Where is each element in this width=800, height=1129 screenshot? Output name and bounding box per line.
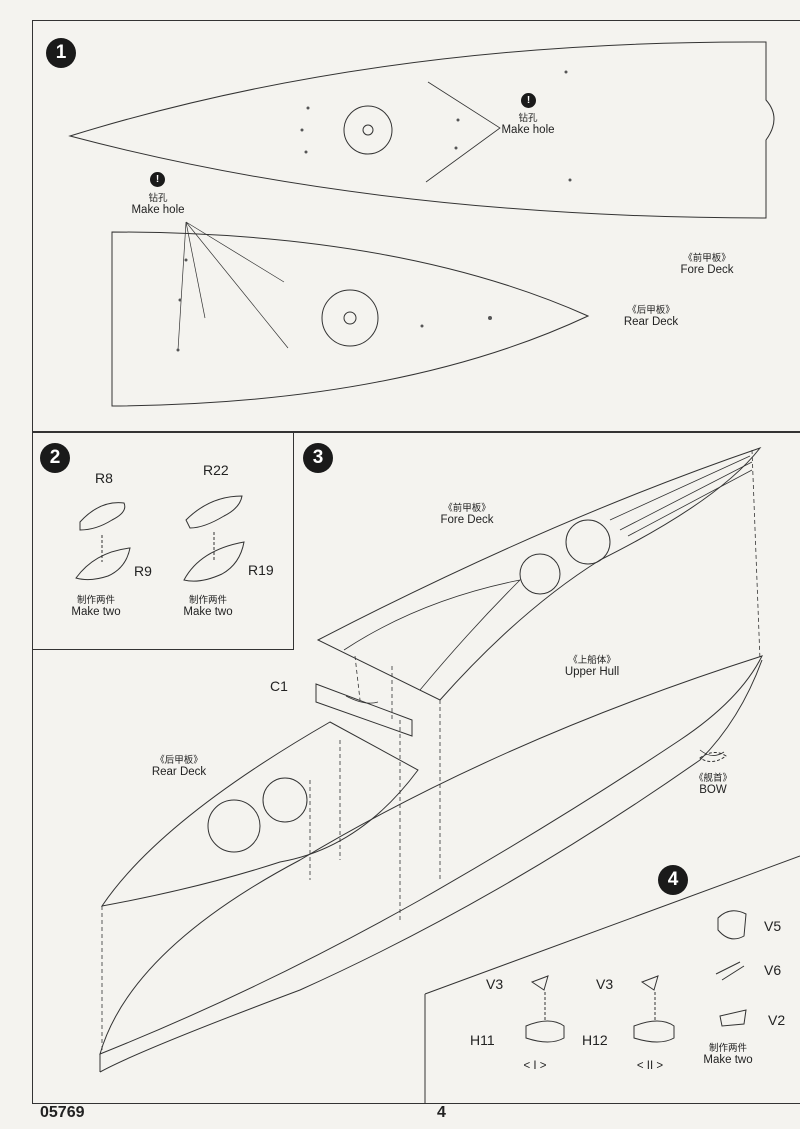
part-r8: R8 (95, 470, 113, 486)
rear-deck-outline (111, 231, 590, 407)
fore-deck-cn: 《前甲板》 (443, 503, 491, 514)
rear-deck-cn: 《后甲板》 (627, 305, 675, 316)
warning-icon: ! (150, 172, 165, 187)
part-r22: R22 (203, 462, 229, 478)
warning-icon: ! (521, 93, 536, 108)
part-v3-b: V3 (596, 976, 614, 992)
step3-fore-deck-label: 《前甲板》 Fore Deck (432, 500, 502, 526)
step3-frame (32, 432, 800, 1104)
fore-deck-en: Fore Deck (440, 514, 494, 526)
step3-rear-deck-label: 《后甲板》 Rear Deck (144, 752, 214, 778)
page-number: 4 (437, 1104, 446, 1121)
part-r19: R19 (248, 562, 274, 578)
fore-deck-outline (68, 41, 775, 219)
bow-label: 《舰首》 BOW (690, 770, 736, 796)
make-two-cn: 制作两件 (76, 595, 115, 606)
part-v6: V6 (764, 962, 782, 978)
variant-2: < II > (636, 1060, 664, 1072)
step1-frame (32, 20, 800, 432)
make-hole-en: Make hole (131, 204, 185, 216)
step-4-number: 4 (658, 865, 688, 895)
make-hole-note-1: 钻孔 Make hole (496, 110, 560, 136)
part-v5: V5 (764, 918, 782, 934)
part-h11: H11 (470, 1032, 495, 1048)
make-two-cn: 制作两件 (708, 1043, 747, 1054)
make-hole-cn: 钻孔 (518, 113, 538, 124)
upper-hull-label: 《上船体》 Upper Hull (554, 652, 630, 678)
make-hole-cn: 钻孔 (148, 193, 168, 204)
make-two-step4: 制作两件 Make two (696, 1040, 760, 1066)
make-two-cn: 制作两件 (188, 595, 227, 606)
part-h12: H12 (582, 1032, 608, 1048)
part-v3-a: V3 (486, 976, 504, 992)
rear-deck-en: Rear Deck (151, 766, 207, 778)
part-v2: V2 (768, 1012, 786, 1028)
step-3-number: 3 (303, 443, 333, 473)
part-c1: C1 (270, 678, 288, 694)
make-hole-en: Make hole (501, 124, 555, 136)
step3-rear-deck (100, 721, 419, 907)
step3-upper-hull (99, 655, 763, 1055)
make-two-right: 制作两件 Make two (176, 592, 240, 618)
make-two-en: Make two (703, 1054, 753, 1066)
rear-deck-cn: 《后甲板》 (155, 755, 203, 766)
step3-fore-deck (316, 446, 762, 701)
upper-hull-en: Upper Hull (564, 666, 620, 678)
make-two-en: Make two (71, 606, 121, 618)
make-two-left: 制作两件 Make two (64, 592, 128, 618)
fore-deck-label: 《前甲板》 Fore Deck (672, 250, 742, 276)
step-2-number: 2 (40, 443, 70, 473)
upper-hull-cn: 《上船体》 (568, 655, 616, 666)
bow-cn: 《舰首》 (693, 773, 732, 784)
variant-1: < I > (523, 1060, 547, 1072)
product-code: 05769 (40, 1104, 85, 1121)
fore-deck-en: Fore Deck (680, 264, 734, 276)
make-hole-note-2: 钻孔 Make hole (126, 190, 190, 216)
part-r9: R9 (134, 563, 152, 579)
bow-en: BOW (699, 784, 727, 796)
rear-deck-label: 《后甲板》 Rear Deck (616, 302, 686, 328)
step-1-number: 1 (46, 38, 76, 68)
make-two-en: Make two (183, 606, 233, 618)
fore-deck-cn: 《前甲板》 (683, 253, 731, 264)
rear-deck-en: Rear Deck (623, 316, 679, 328)
